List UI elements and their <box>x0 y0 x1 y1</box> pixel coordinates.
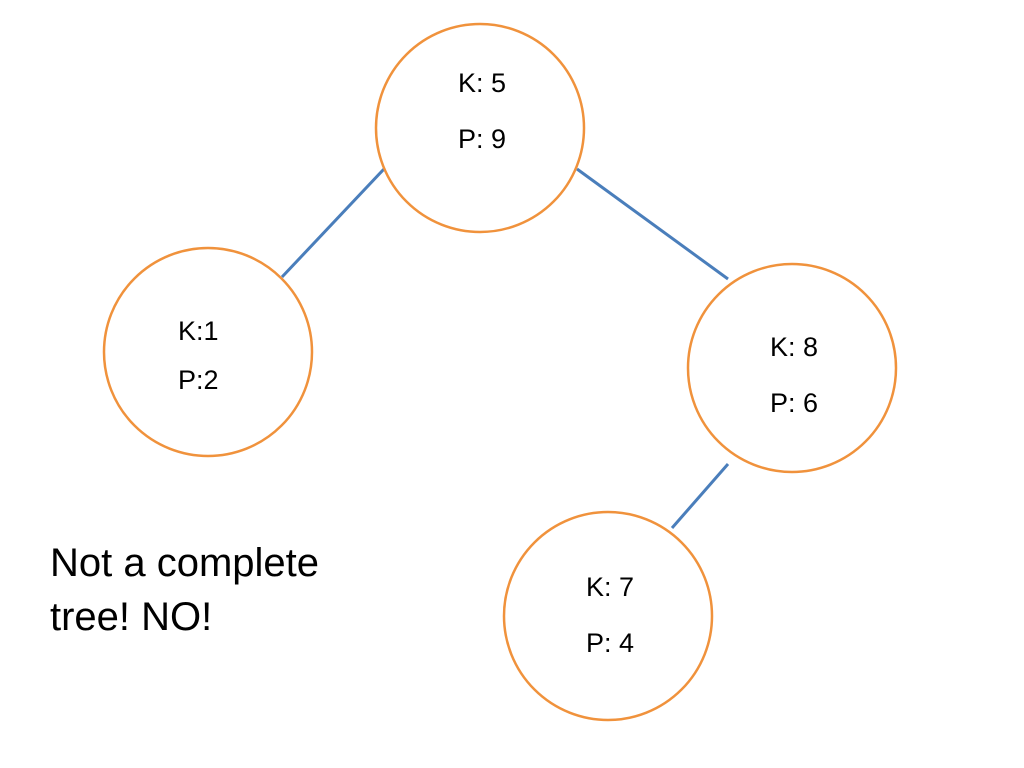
edge-right-child <box>670 463 730 529</box>
node-root-circle <box>374 22 586 234</box>
node-left: K:1 P:2 <box>102 246 314 458</box>
node-right-left-circle <box>502 510 714 722</box>
node-left-key: K:1 <box>178 316 219 346</box>
node-right-left-priority: P: 4 <box>586 628 634 658</box>
node-right-left: K: 7 P: 4 <box>502 510 714 722</box>
node-right: K: 8 P: 6 <box>686 262 898 474</box>
caption-line-1: Not a complete <box>50 541 320 585</box>
node-left-circle <box>102 246 314 458</box>
node-right-circle <box>686 262 898 474</box>
node-root: K: 5 P: 9 <box>374 22 586 234</box>
edge-root-right <box>576 167 729 281</box>
node-root-key: K: 5 <box>458 68 506 98</box>
node-root-priority: P: 9 <box>458 124 506 154</box>
node-right-key: K: 8 <box>770 332 818 362</box>
node-left-priority: P:2 <box>178 365 219 395</box>
edge-root-left <box>280 167 386 279</box>
caption-line-2: tree! NO! <box>50 595 213 639</box>
node-right-left-key: K: 7 <box>586 572 634 602</box>
caption: Not a complete tree! NO! <box>50 536 390 644</box>
node-right-priority: P: 6 <box>770 388 818 418</box>
